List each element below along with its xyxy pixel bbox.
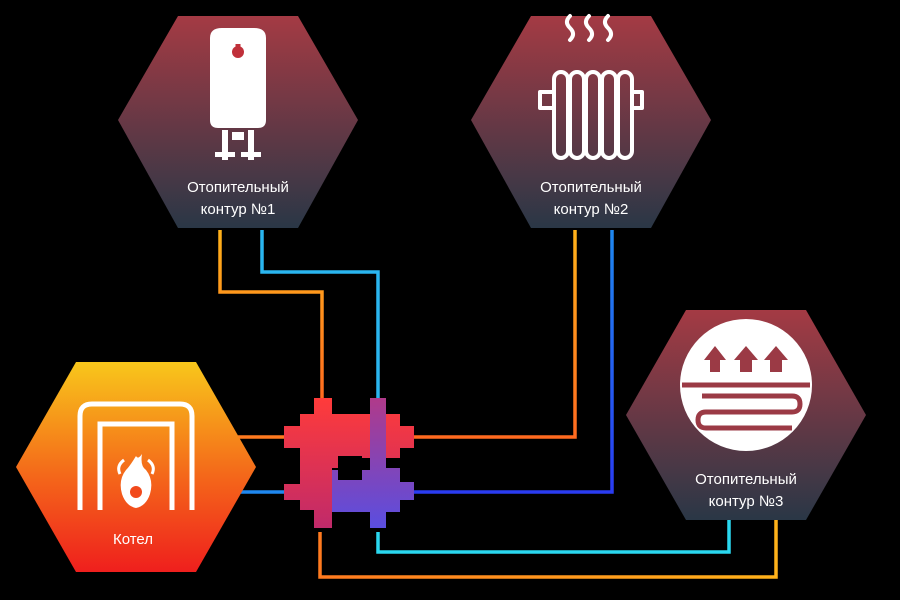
circuit3-label-line2: контур №3 — [709, 493, 784, 510]
manifold-return-block — [332, 398, 414, 528]
pipe-circuit3-supply — [318, 520, 778, 579]
pipe-circuit1-supply — [218, 230, 324, 402]
boiler-label: Котел — [113, 531, 153, 548]
circuit3-label-line1: Отопительный — [695, 471, 797, 488]
node-circuit1: Отопительный контур №1 — [118, 16, 358, 228]
circuit1-label-line2: контур №1 — [201, 201, 276, 218]
boiler-flame-icon — [77, 401, 195, 510]
radiator-icon — [538, 14, 644, 160]
pipe-circuit2-return — [414, 230, 614, 494]
pipes — [218, 230, 778, 579]
underfloor-heating-icon — [680, 319, 812, 451]
node-boiler: Котел — [16, 362, 256, 572]
circuit1-label-line1: Отопительный — [187, 179, 289, 196]
pipe-circuit3-return — [376, 520, 731, 554]
manifold-center-hole — [338, 456, 362, 480]
circuit2-label-line2: контур №2 — [554, 201, 629, 218]
hex-circuit2 — [471, 16, 711, 228]
water-heater-icon — [210, 28, 266, 160]
pipe-circuit1-return — [260, 230, 380, 402]
hydraulic-manifold — [284, 398, 414, 528]
node-circuit2: Отопительный контур №2 — [471, 14, 711, 228]
circuit2-label-line1: Отопительный — [540, 179, 642, 196]
pipe-circuit2-supply — [414, 230, 577, 439]
node-circuit3: Отопительный контур №3 — [626, 310, 866, 520]
